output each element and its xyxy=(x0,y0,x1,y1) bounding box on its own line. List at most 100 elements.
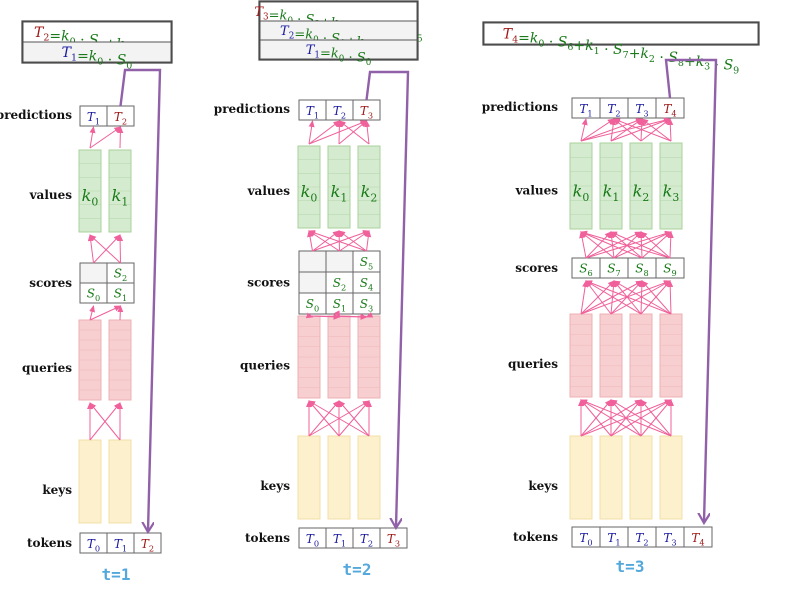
token-label: T0 xyxy=(579,531,592,547)
formula-row xyxy=(22,41,172,63)
row-label-tokens: tokens xyxy=(513,530,558,544)
query-to-score-arrow xyxy=(641,280,672,315)
score-to-value-arrow xyxy=(585,231,642,259)
value-to-prediction-arrow xyxy=(308,120,341,145)
formula-text: T4=k0 · S6+k1 · S7+k2 · S8+k3 · S9 xyxy=(503,27,739,77)
score-to-value-arrow xyxy=(338,230,367,252)
score-to-value-arrow xyxy=(365,230,372,252)
prediction-label: T1 xyxy=(579,102,592,118)
value-label: k0 xyxy=(82,186,99,209)
key-to-query-arrow xyxy=(580,399,672,437)
score-label: S6 xyxy=(579,261,592,277)
value-to-prediction-arrow xyxy=(308,120,315,145)
key-to-query-arrow xyxy=(89,402,121,441)
value-to-prediction-arrow xyxy=(580,118,615,142)
token-label: T0 xyxy=(306,532,319,548)
formula-box: T4=k0 · S6+k1 · S7+k2 · S8+k3 · S9 xyxy=(482,21,760,77)
score-to-value-arrow xyxy=(308,230,367,252)
value-label: k0 xyxy=(573,181,590,204)
score-label: S5 xyxy=(360,255,373,271)
value-label: k2 xyxy=(633,181,650,204)
value-to-prediction-arrow xyxy=(336,120,343,145)
prediction-label: T3 xyxy=(635,102,648,118)
score-to-value-arrow xyxy=(87,234,94,264)
score-to-value-arrow xyxy=(640,231,671,259)
key-to-query-arrow xyxy=(580,399,642,437)
query-to-score-arrow xyxy=(580,280,615,315)
value-label: k1 xyxy=(331,182,348,205)
key-vector xyxy=(78,439,102,524)
score-to-value-arrow xyxy=(307,230,313,252)
query-to-score-arrow xyxy=(89,305,95,321)
score-to-value-arrow xyxy=(641,231,672,259)
query-to-score-arrow xyxy=(640,280,671,315)
score-to-value-arrow xyxy=(580,231,643,259)
prediction-label: T2 xyxy=(333,104,346,120)
token-label: T2 xyxy=(360,532,373,548)
value-label: k1 xyxy=(603,181,620,204)
row-label-queries: queries xyxy=(240,358,290,372)
prediction-label: T4 xyxy=(663,102,676,118)
row-label-tokens: tokens xyxy=(245,531,290,545)
query-to-score-arrow xyxy=(585,280,642,315)
key-to-query-arrow xyxy=(338,400,370,437)
value-to-prediction-arrow xyxy=(580,118,588,142)
row-label-tokens: tokens xyxy=(27,536,72,550)
score-label: S3 xyxy=(360,297,373,313)
row-label-queries: queries xyxy=(508,357,558,371)
row-label-scores: scores xyxy=(247,276,290,290)
formula-text: T1=k0 · S0 xyxy=(62,45,133,72)
query-to-score-arrow xyxy=(580,280,643,315)
query-to-score-arrow xyxy=(610,280,671,315)
score-cell xyxy=(106,282,135,304)
value-to-prediction-arrow xyxy=(338,120,368,145)
feedback-arrow xyxy=(664,58,718,522)
score-to-value-arrow xyxy=(610,231,671,259)
query-to-score-arrow xyxy=(613,280,672,315)
step-label: t=1 xyxy=(102,565,131,584)
value-label: k2 xyxy=(361,182,378,205)
query-to-score-arrow xyxy=(365,311,374,318)
key-vector xyxy=(357,435,381,520)
query-to-score-arrow xyxy=(338,313,368,320)
key-vector xyxy=(599,435,623,520)
step-label: t=3 xyxy=(616,557,645,576)
prediction-label: T3 xyxy=(360,104,373,120)
formula-box: T2=k0 · S1+k1 · S2T1=k0 · S0 xyxy=(21,20,173,72)
score-label: S7 xyxy=(607,261,620,277)
feedback-arrow xyxy=(119,68,162,531)
key-vector xyxy=(629,435,653,520)
token-label: T3 xyxy=(663,531,676,547)
score-to-value-arrow xyxy=(312,230,370,252)
row-label-keys: keys xyxy=(42,483,72,497)
row-label-scores: scores xyxy=(515,261,558,275)
query-to-score-arrow xyxy=(117,305,124,321)
value-to-prediction-arrow xyxy=(580,118,643,142)
query-to-score-arrow xyxy=(610,280,643,315)
row-label-queries: queries xyxy=(22,361,72,375)
row-label-values: values xyxy=(515,184,559,198)
panel-t3: T4=k0 · S6+k1 · S7+k2 · S8+k3 · S9predic… xyxy=(482,21,760,576)
token-label: T1 xyxy=(114,537,127,553)
score-to-value-arrow xyxy=(339,230,370,252)
token-label: T2 xyxy=(635,531,648,547)
value-to-prediction-arrow xyxy=(338,120,370,145)
query-to-score-arrow xyxy=(585,280,672,315)
value-to-prediction-arrow xyxy=(640,118,671,142)
score-label: S1 xyxy=(114,286,127,302)
key-to-query-arrow xyxy=(610,399,672,437)
value-to-prediction-arrow xyxy=(89,126,96,149)
score-cell xyxy=(79,262,108,284)
row-label-keys: keys xyxy=(528,479,558,493)
score-to-value-arrow xyxy=(117,234,124,264)
key-vector xyxy=(108,439,132,524)
token-cell xyxy=(683,526,713,548)
formula-text: T1=k0 · S0 xyxy=(306,43,372,68)
value-to-prediction-arrow xyxy=(117,126,124,149)
token-label: T1 xyxy=(607,531,620,547)
score-cell xyxy=(298,250,327,273)
score-label: S8 xyxy=(635,261,648,277)
value-to-prediction-arrow xyxy=(613,118,672,142)
score-label: S0 xyxy=(306,297,319,313)
